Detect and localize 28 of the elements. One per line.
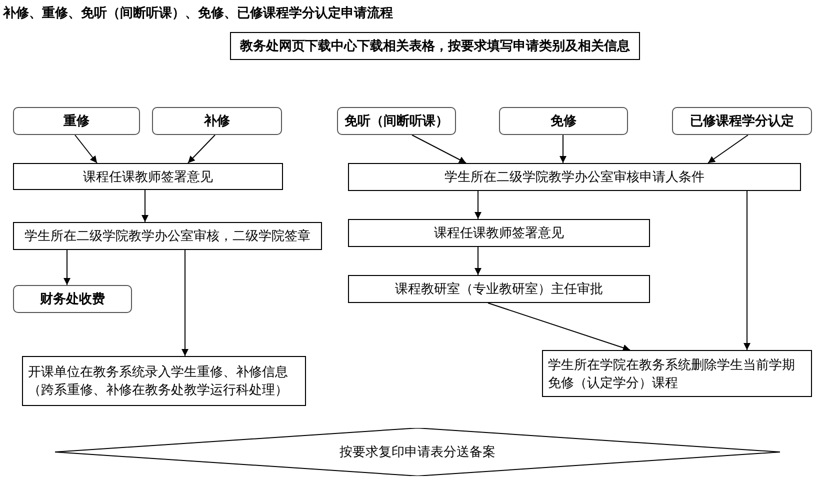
arrow xyxy=(412,134,466,164)
process-box: 开课单位在教务系统录入学生重修、补修信息（跨系重修、补修在教务处教学运行科处理） xyxy=(22,356,306,406)
process-box: 课程教研室（专业教研室）主任审批 xyxy=(348,275,650,303)
arrow xyxy=(74,134,98,164)
process-box: 课程任课教师签署意见 xyxy=(348,219,650,247)
process-box: 学生所在二级学院教学办公室审核，二级学院签章 xyxy=(13,222,322,250)
arrow xyxy=(744,190,750,350)
rounded-box: 补修 xyxy=(152,107,282,135)
arrow xyxy=(708,134,748,164)
process-box: 课程任课教师签署意见 xyxy=(13,163,283,190)
arrow xyxy=(64,250,70,286)
diagram-title: 补修、重修、免听（间断听课）、免修、已修课程学分认定申请流程 xyxy=(3,4,393,22)
process-box: 学生所在二级学院教学办公室审核申请人条件 xyxy=(348,163,801,191)
rounded-box: 免修 xyxy=(499,107,628,135)
rounded-box: 已修课程学分认定 xyxy=(672,107,812,135)
rounded-box: 免听（间断听课） xyxy=(337,107,456,135)
rounded-box: 财务处收费 xyxy=(13,285,132,313)
arrow xyxy=(142,190,148,222)
arrow xyxy=(182,250,188,356)
decision-diamond: 按要求复印申请表分送备案 xyxy=(55,428,780,476)
text-box: 教务处网页下载中心下载相关表格，按要求填写申请类别及相关信息 xyxy=(230,32,640,60)
arrow xyxy=(188,134,216,164)
arrow xyxy=(560,134,566,164)
rounded-box: 重修 xyxy=(13,107,140,135)
arrow xyxy=(474,190,482,220)
process-box: 学生所在学院在教务系统删除学生当前学期免修（认定学分）课程 xyxy=(542,350,812,397)
arrow xyxy=(474,246,482,276)
arrow xyxy=(488,302,630,352)
